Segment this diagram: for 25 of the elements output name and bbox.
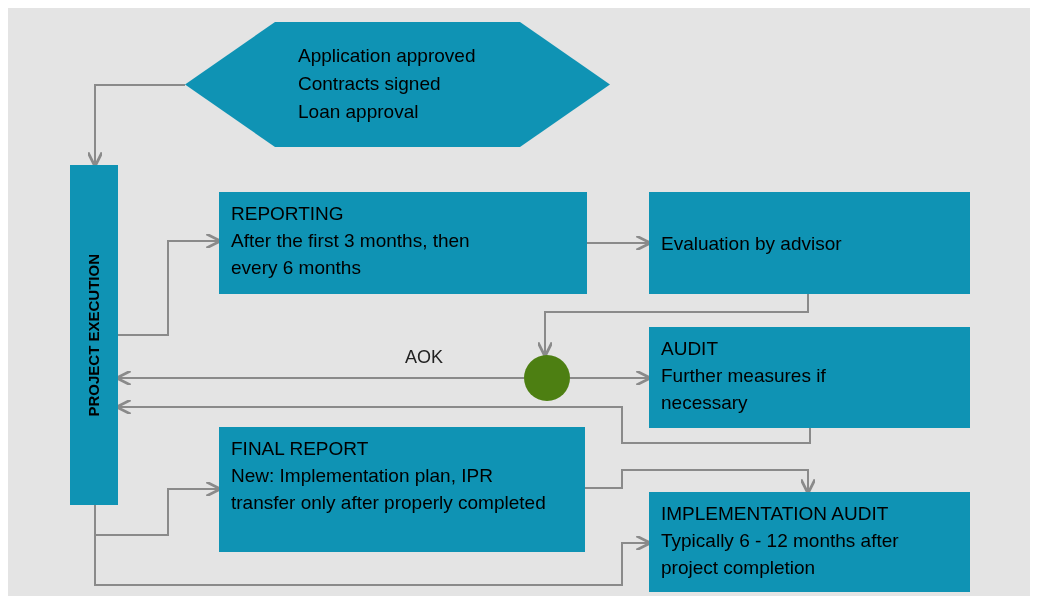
process-box — [649, 492, 970, 592]
process-box — [219, 192, 587, 294]
box-heading: REPORTING — [231, 202, 345, 226]
bar-label: PROJECT EXECUTION — [83, 253, 103, 417]
connector-arrow — [536, 293, 809, 358]
connector-arrow — [584, 469, 817, 495]
box-text: Further measures if necessary — [661, 364, 827, 415]
status-text: Loan approval — [298, 100, 420, 124]
box-text: Evaluation by advisor — [661, 231, 843, 256]
connector-arrow — [86, 84, 186, 168]
process-box — [219, 427, 585, 552]
vertical-bar — [70, 165, 118, 505]
box-heading: IMPLEMENTATION AUDIT — [661, 502, 890, 526]
box-text: Typically 6 - 12 months after project completion — [661, 529, 900, 580]
status-text: Contracts signed — [298, 72, 442, 96]
edge-label: AOK — [405, 346, 443, 369]
box-heading: AUDIT — [661, 337, 719, 361]
junction-dot — [524, 355, 570, 401]
box-heading: FINAL REPORT — [231, 437, 370, 461]
box-text: After the first 3 months, then every 6 months — [231, 229, 471, 280]
process-box — [649, 327, 970, 428]
status-text: Application approved — [298, 44, 476, 68]
hexagon-shape — [185, 22, 610, 147]
box-text: New: Implementation plan, IPR transfer only after properly completed — [231, 464, 547, 515]
process-box — [649, 192, 970, 294]
